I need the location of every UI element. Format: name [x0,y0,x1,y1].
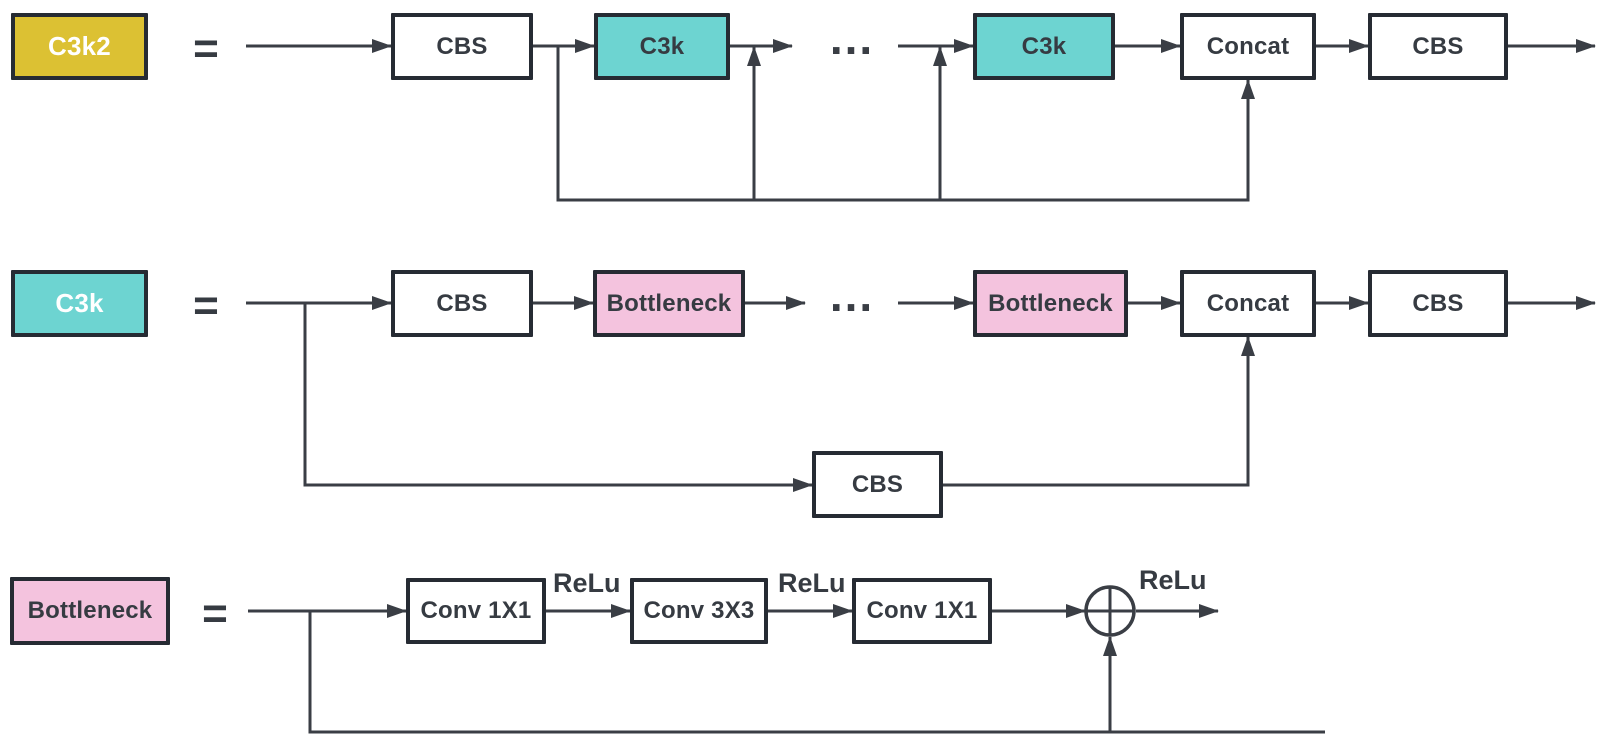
row2-connectors [246,296,1596,492]
relu-label: ReLu [778,568,846,598]
box-label: CBS [1412,289,1464,317]
box-label: C3k [639,32,685,60]
box-label: C3k [55,288,104,318]
row2-shortcut-to-cbs-arrow [303,303,813,492]
box-label: Bottleneck [606,289,732,317]
cbs-shortcut-box: CBS [812,451,943,518]
row1-skip-rail [556,46,1255,202]
row3-residual-rail [308,611,1325,734]
equals-sign-row3: = [202,589,228,638]
cbs-box: CBS [391,13,533,80]
conv3x3-box: Conv 3X3 [630,578,768,644]
relu-label: ReLu [1139,565,1207,595]
c3k-box: C3k [973,13,1115,80]
circle-plus-icon [1084,585,1136,637]
row2-shortcut-cbs-to-concat-arrow [943,336,1255,487]
box-label: CBS [1412,32,1464,60]
box-label: Concat [1206,289,1290,317]
row1-connectors [246,39,1596,202]
box-label: CBS [851,470,904,498]
equals-sign-row1: = [193,24,219,73]
box-label: CBS [436,32,488,60]
equals-sign-row2: = [193,281,219,330]
legend-c3k-box: C3k [11,270,148,337]
c3k-box: C3k [594,13,730,80]
conv1x1-box: Conv 1X1 [852,578,992,644]
box-label: C3k [1021,32,1067,60]
cbs-box: CBS [1368,270,1508,337]
concat-box: Concat [1180,13,1316,80]
cbs-box: CBS [1368,13,1508,80]
concat-box: Concat [1180,270,1316,337]
legend-bottleneck-box: Bottleneck [10,577,170,645]
ellipsis-row1: ... [829,12,875,64]
legend-c3k2-box: C3k2 [11,13,148,80]
relu-label: ReLu [553,568,621,598]
row3-connectors [248,585,1325,734]
ellipsis-row2: ... [829,269,875,321]
box-label: Bottleneck [988,289,1113,317]
box-label: Concat [1206,32,1290,60]
bottleneck-box: Bottleneck [593,270,745,337]
box-label: Bottleneck [27,597,153,624]
box-label: Conv 1X1 [420,597,532,624]
box-label: C3k2 [48,31,111,61]
box-label: Conv 3X3 [643,597,755,624]
conv1x1-box: Conv 1X1 [406,578,546,644]
box-label: Conv 1X1 [866,597,978,624]
box-label: CBS [436,289,488,317]
cbs-box: CBS [391,270,533,337]
bottleneck-box: Bottleneck [973,270,1128,337]
